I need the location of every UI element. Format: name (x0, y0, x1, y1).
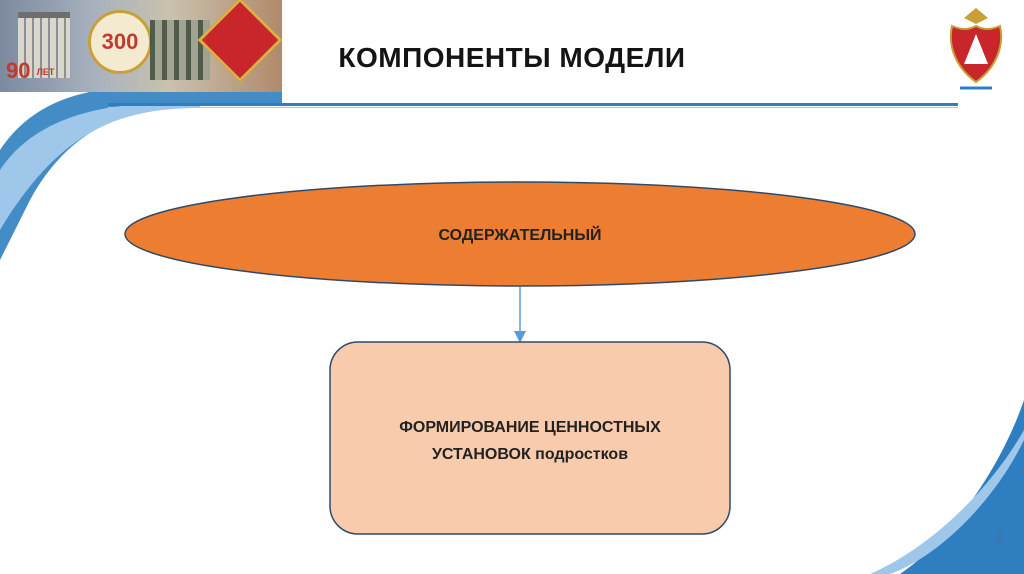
honor-guard-image (150, 20, 210, 80)
slide-title: КОМПОНЕНТЫ МОДЕЛИ (338, 42, 686, 73)
anniversary-90-number: 90 (6, 58, 31, 83)
police-emblem-icon (949, 8, 1003, 90)
values-formation-box (329, 341, 731, 535)
header-banner-image: 300 90 ЛЕТ (0, 0, 282, 92)
anniversary-90-years: ЛЕТ (36, 67, 55, 78)
anniversary-90-badge: 90 ЛЕТ (6, 58, 54, 84)
content-component-ellipse (124, 181, 916, 287)
building-image (18, 12, 70, 78)
values-formation-label-line1: ФОРМИРОВАНИЕ ЦЕННОСТНЫХ (399, 419, 661, 436)
content-component-label: СОДЕРЖАТЕЛЬНЫЙ (438, 225, 601, 244)
page-number: 9 (996, 531, 1004, 546)
values-formation-label-line2: УСТАНОВОК подростков (432, 446, 628, 463)
anniversary-300-badge: 300 (88, 10, 152, 74)
